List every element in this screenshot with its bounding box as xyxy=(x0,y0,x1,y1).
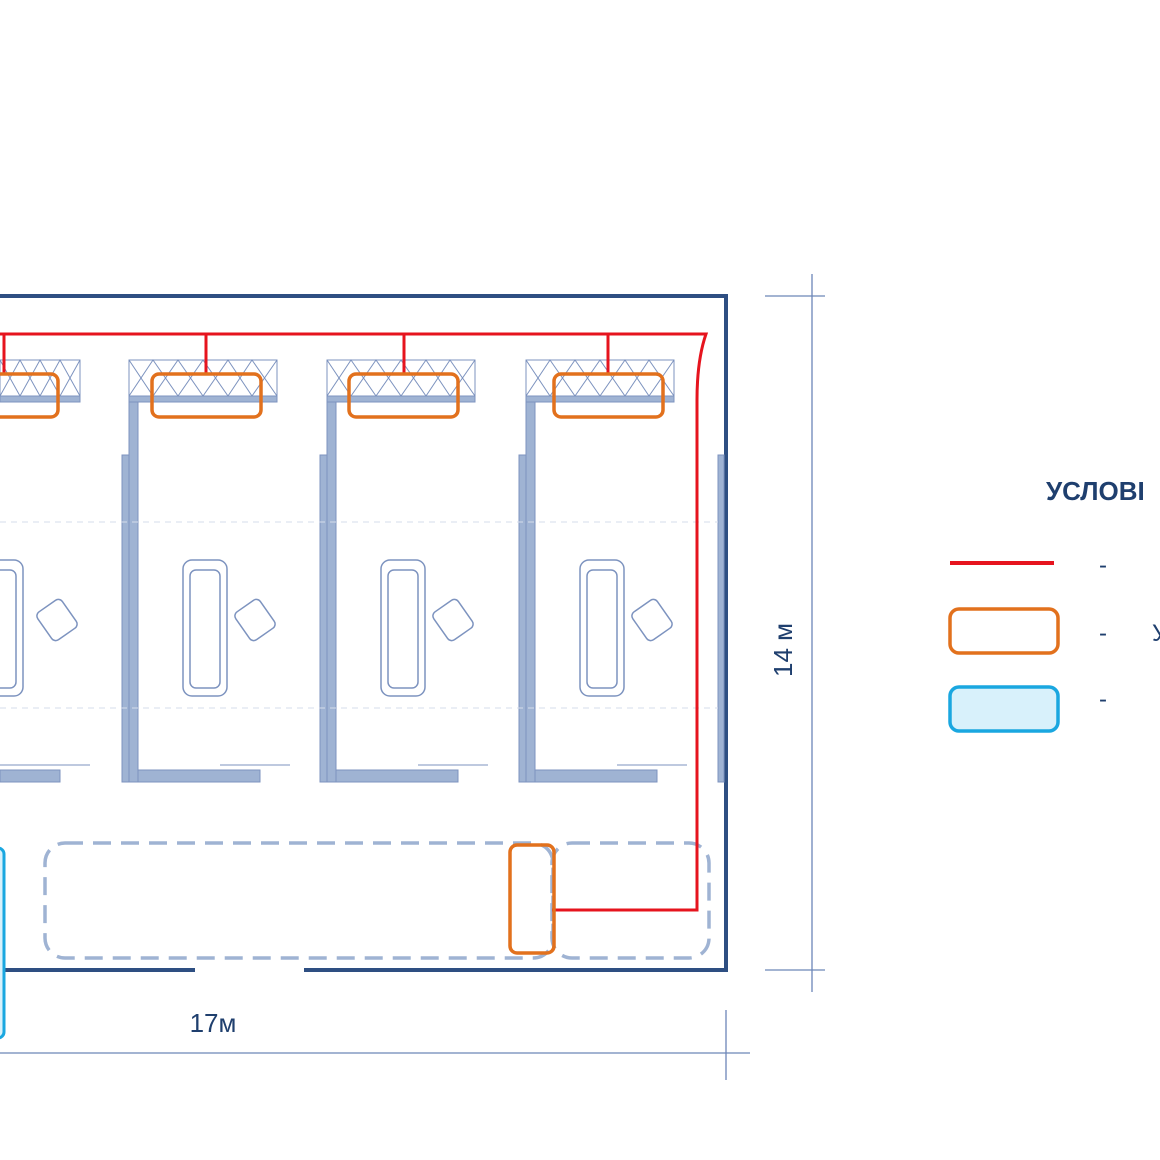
dental-chair-1 xyxy=(0,559,78,697)
outdoor-unit-zones xyxy=(43,841,711,960)
width-dimension-label: 17м xyxy=(190,1008,237,1038)
indoor-unit-3 xyxy=(347,372,460,419)
window-strip-4 xyxy=(525,359,675,403)
indoor-units xyxy=(0,372,665,955)
furniture xyxy=(0,559,687,766)
dimension-lines xyxy=(0,274,825,1080)
legend-dash-2: - xyxy=(1099,620,1107,647)
dental-chair-2 xyxy=(182,559,276,697)
room-partitions xyxy=(0,399,725,783)
legend-cyan-symbol xyxy=(948,685,1060,733)
dental-chair-4 xyxy=(579,559,673,697)
legend-dash-3: - xyxy=(1099,686,1107,713)
height-dimension-label: 14 м xyxy=(768,623,798,677)
legend-dash-1: - xyxy=(1099,552,1107,579)
indoor-unit-2 xyxy=(150,372,263,419)
legend-orange-symbol xyxy=(948,607,1060,655)
window-strips xyxy=(0,358,675,403)
indoor-unit-4 xyxy=(552,372,665,419)
legend: УСЛОВІ - - У - xyxy=(948,476,1160,733)
legend-title: УСЛОВІ xyxy=(1046,476,1145,506)
guide-lines xyxy=(0,521,718,709)
window-strip-3 xyxy=(326,359,476,403)
window-strip-1 xyxy=(0,358,81,403)
cyan-zone xyxy=(0,846,6,1040)
refrigerant-pipe xyxy=(0,332,709,912)
dental-chair-3 xyxy=(380,559,474,697)
outdoor-unit xyxy=(508,843,556,955)
outer-walls xyxy=(0,294,728,972)
indoor-unit-1 xyxy=(0,372,60,419)
legend-text-2: У xyxy=(1152,620,1160,647)
